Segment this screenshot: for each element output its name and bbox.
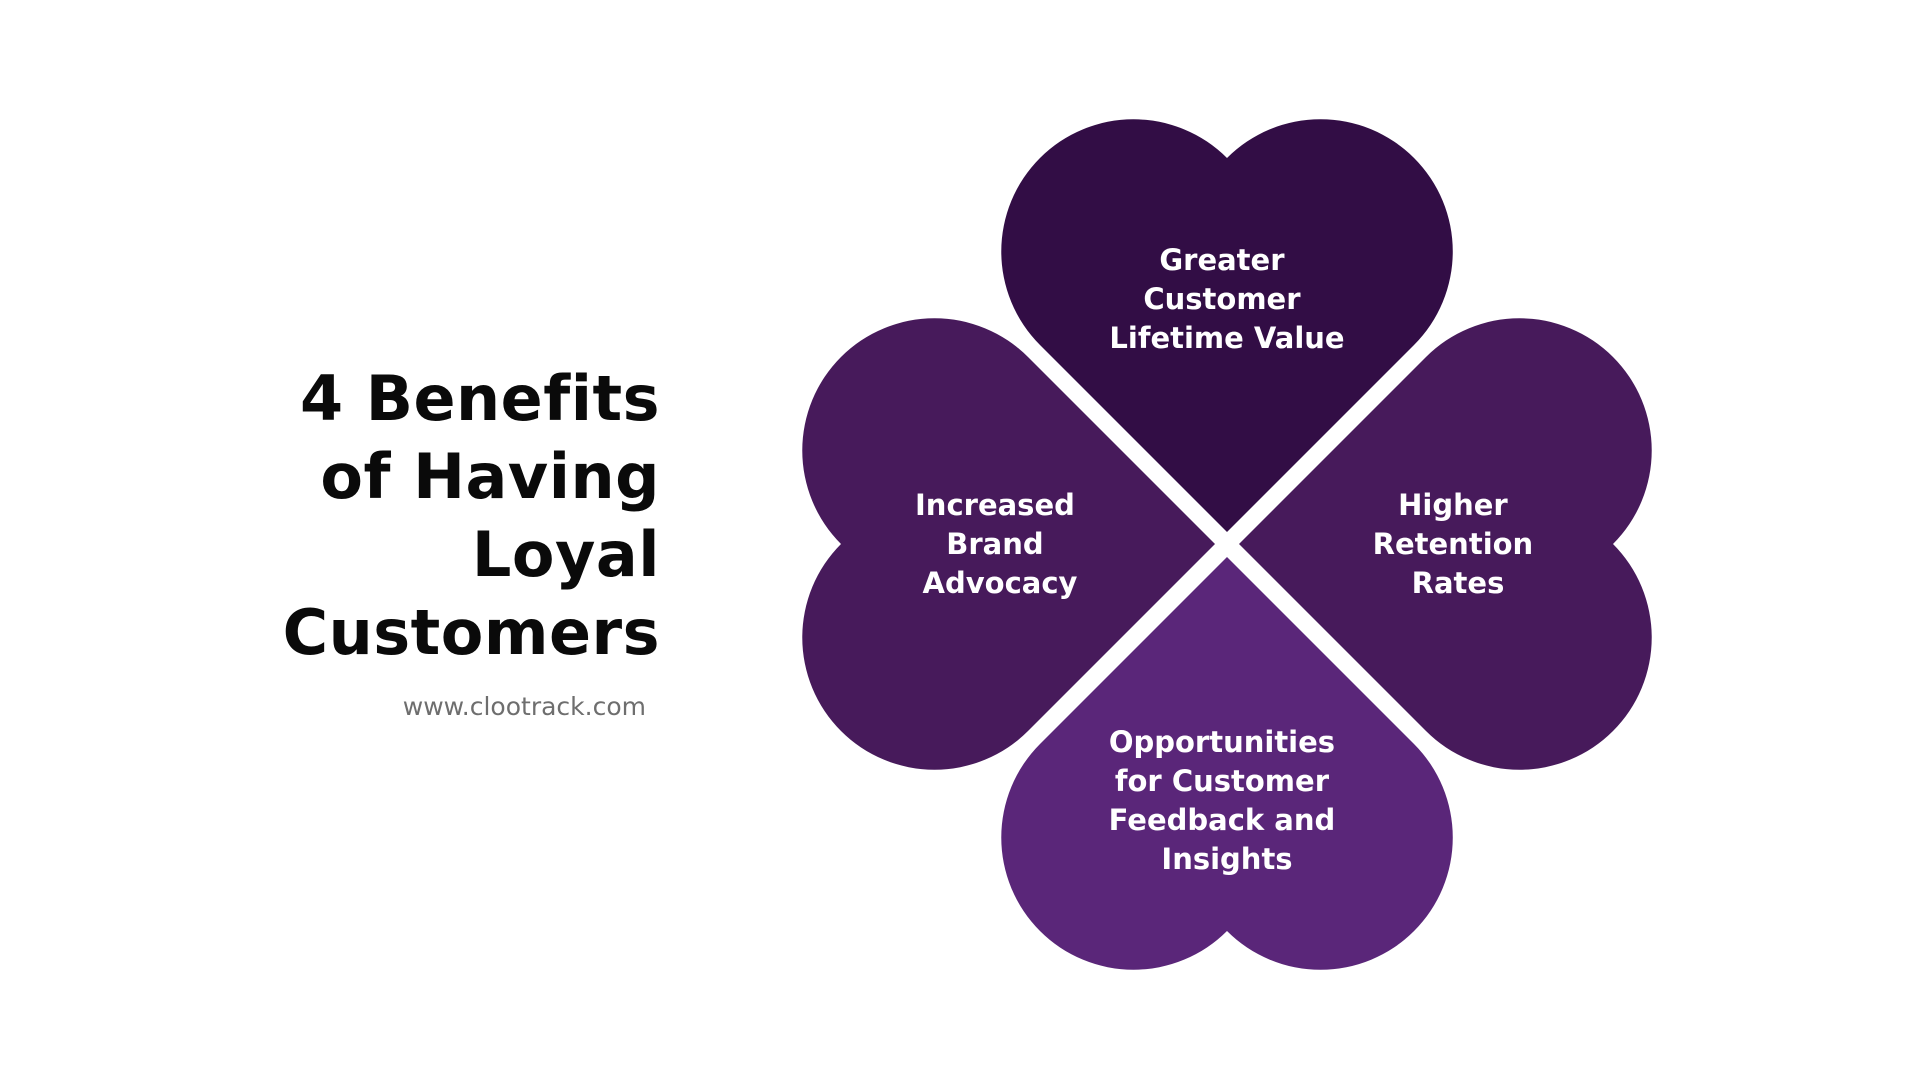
petal-left-line-2: Brand <box>946 527 1043 561</box>
petal-bottom-line-2: for Customer <box>1115 764 1330 798</box>
petal-top-line-2: Customer <box>1143 282 1301 316</box>
petal-top-shape <box>1001 119 1453 532</box>
petal-bottom-line-3: Feedback and <box>1109 803 1336 837</box>
petal-right-line-3: Rates <box>1412 566 1505 600</box>
title-line-2: of Having <box>320 440 660 513</box>
page-title: 4 Benefits of Having Loyal Customers <box>200 360 660 672</box>
petal-bottom-label: Opportunities for Customer Feedback and … <box>1109 725 1346 876</box>
petal-top: Greater Customer Lifetime Value <box>1001 119 1453 532</box>
petal-bottom-line-4: Insights <box>1161 842 1292 876</box>
petal-top-line-3: Lifetime Value <box>1109 321 1344 355</box>
petal-left-shape <box>802 318 1215 770</box>
petal-left: Increased Brand Advocacy <box>802 318 1215 770</box>
title-line-4: Customers <box>282 596 660 669</box>
petal-top-label: Greater Customer Lifetime Value <box>1109 243 1344 355</box>
petal-bottom-line-1: Opportunities <box>1109 725 1335 759</box>
petal-right-line-1: Higher <box>1398 488 1508 522</box>
petal-right: Higher Retention Rates <box>1239 318 1652 770</box>
petal-top-line-1: Greater <box>1159 243 1285 277</box>
petal-bottom-shape <box>1001 557 1453 970</box>
petal-left-line-3: Advocacy <box>923 566 1078 600</box>
petal-right-line-2: Retention <box>1373 527 1534 561</box>
petal-right-label: Higher Retention Rates <box>1373 488 1544 600</box>
title-line-1: 4 Benefits <box>300 362 660 435</box>
website-url: www.clootrack.com <box>402 692 646 721</box>
petal-left-line-1: Increased <box>915 488 1075 522</box>
petal-left-label: Increased Brand Advocacy <box>915 488 1085 600</box>
title-line-3: Loyal <box>471 518 660 591</box>
petal-bottom: Opportunities for Customer Feedback and … <box>1001 557 1453 970</box>
petal-right-shape <box>1239 318 1652 770</box>
